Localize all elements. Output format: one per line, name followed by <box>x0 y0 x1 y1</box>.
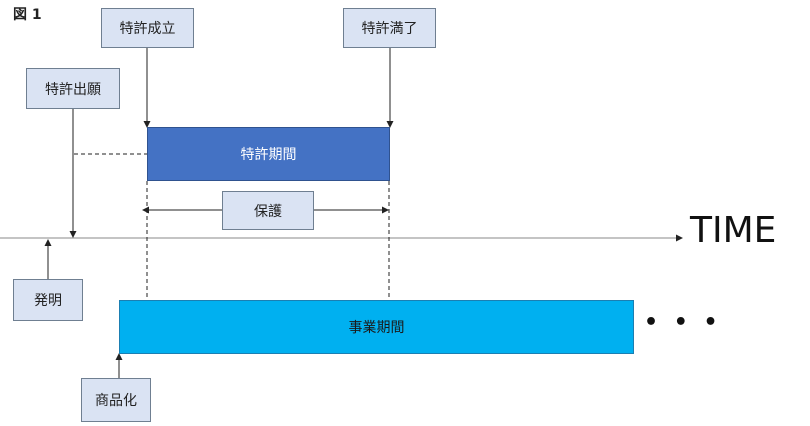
commercialization-label: 商品化 <box>95 393 137 409</box>
invention-label: 発明 <box>34 293 62 309</box>
invention-box: 発明 <box>13 279 83 321</box>
patent-grant-label: 特許成立 <box>119 21 176 37</box>
figure-label: 図 1 <box>13 7 42 23</box>
patent-expire-box: 特許満了 <box>343 8 436 48</box>
patent-grant-box: 特許成立 <box>101 8 194 48</box>
patent-period-bar: 特許期間 <box>147 127 390 181</box>
patent-filing-box: 特許出願 <box>26 68 120 109</box>
business-period-bar: 事業期間 <box>119 300 634 354</box>
protection-label: 保護 <box>254 203 282 220</box>
time-axis-label: TIME <box>690 210 777 251</box>
commercialization-box: 商品化 <box>81 378 151 422</box>
business-period-label: 事業期間 <box>348 320 405 336</box>
continuation-ellipsis: • • • <box>644 310 722 335</box>
patent-filing-label: 特許出願 <box>45 81 101 98</box>
protection-box: 保護 <box>222 191 314 230</box>
patent-expire-label: 特許満了 <box>361 21 418 37</box>
patent-period-label: 特許期間 <box>240 147 297 163</box>
